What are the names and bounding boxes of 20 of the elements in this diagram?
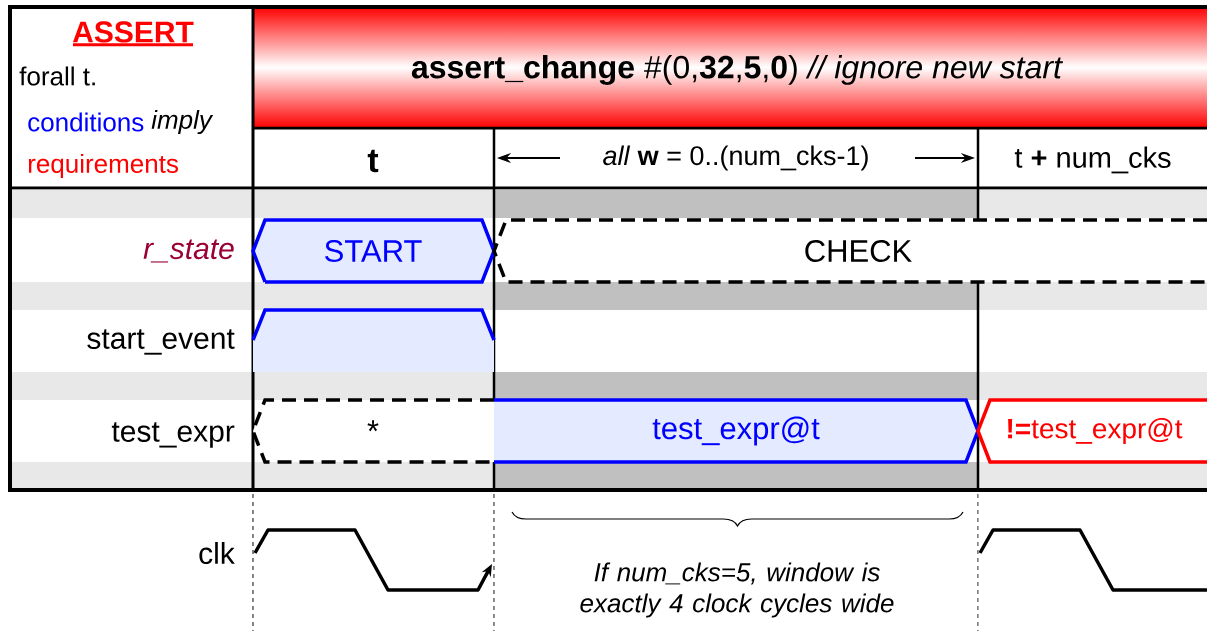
signal-segment: test_expr@t: [494, 398, 980, 464]
signal-name: test_expr: [111, 422, 235, 448]
signal-name: r_state: [143, 239, 234, 263]
title-text: assert_change #(0,32,5,0) // ignore new start: [411, 55, 1063, 85]
signal-name: start_event: [87, 329, 235, 355]
label-text: forall t.: [19, 66, 95, 86]
signal-segment: *: [251, 398, 494, 464]
signal-name: clk: [199, 542, 235, 564]
signal-pulse: [251, 308, 496, 372]
state-segment: START: [251, 218, 496, 284]
column-header: t: [367, 149, 379, 173]
signal-segment: !=test_expr@t: [976, 398, 1207, 464]
column-header: all w = 0..(num_cks-1): [603, 145, 868, 171]
note-text: If num_cks=5, window is exactly 4 clock cycles wide: [580, 562, 894, 618]
label-text: imply: [151, 109, 214, 135]
label-text: conditions: [28, 112, 144, 132]
column-header: t + num_cks: [1014, 146, 1171, 174]
state-segment: CHECK: [492, 218, 1207, 284]
label-text: requirements: [28, 153, 178, 179]
heading: ASSERT: [72, 21, 194, 47]
